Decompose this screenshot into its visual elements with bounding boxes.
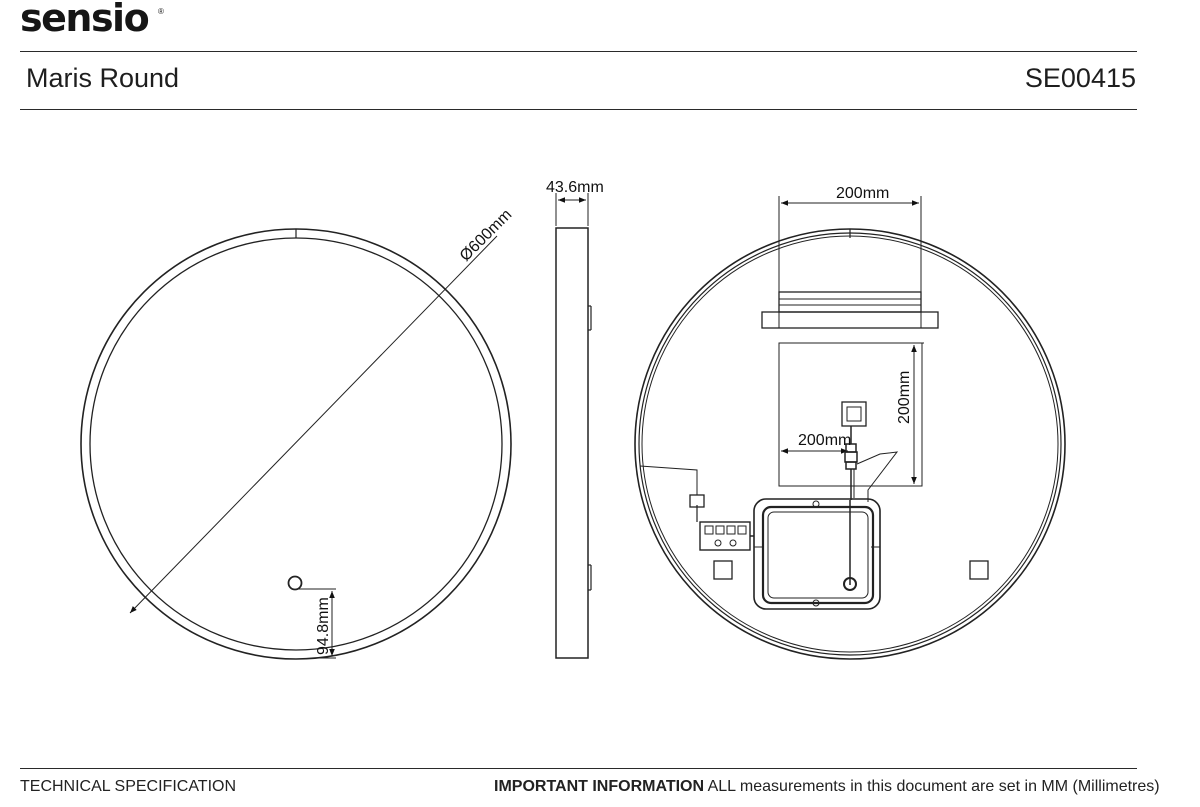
header-top-rule xyxy=(20,51,1137,52)
product-name: Maris Round xyxy=(26,63,180,93)
brand-logo: sensio xyxy=(20,0,150,40)
footer-notice: IMPORTANT INFORMATION ALL measurements i… xyxy=(494,778,1160,796)
mirror-outer-ring xyxy=(80,228,512,660)
switch-box xyxy=(841,401,867,427)
hanging-bracket xyxy=(761,291,939,329)
mirror-inner-ring xyxy=(89,237,503,651)
side-profile xyxy=(555,227,589,659)
side-view xyxy=(555,193,592,659)
pad-left xyxy=(713,560,733,580)
diameter-dimension-line xyxy=(129,235,498,614)
notice-text: ALL measurements in this document are se… xyxy=(704,778,1160,795)
sensor-icon xyxy=(287,575,303,591)
plate-height-label: 200mm xyxy=(896,371,913,424)
footer-spec-label: TECHNICAL SPECIFICATION xyxy=(20,778,237,795)
header-bottom-rule xyxy=(20,109,1137,110)
product-code: SE00415 xyxy=(1024,63,1136,93)
notice-title: IMPORTANT INFORMATION xyxy=(494,778,705,795)
plate-width-label: 200mm xyxy=(798,432,851,449)
pad-right xyxy=(969,560,989,580)
footer-rule xyxy=(20,768,1137,769)
diameter-label: Ø600mm xyxy=(457,206,516,265)
driver-box xyxy=(753,498,881,610)
depth-label: 43.6mm xyxy=(546,179,604,196)
front-view xyxy=(80,228,512,660)
sensor-offset-label: 94.8mm xyxy=(315,597,332,655)
bracket-width-label: 200mm xyxy=(836,185,889,202)
registered-mark: ® xyxy=(158,7,164,16)
rear-view xyxy=(634,196,1066,660)
